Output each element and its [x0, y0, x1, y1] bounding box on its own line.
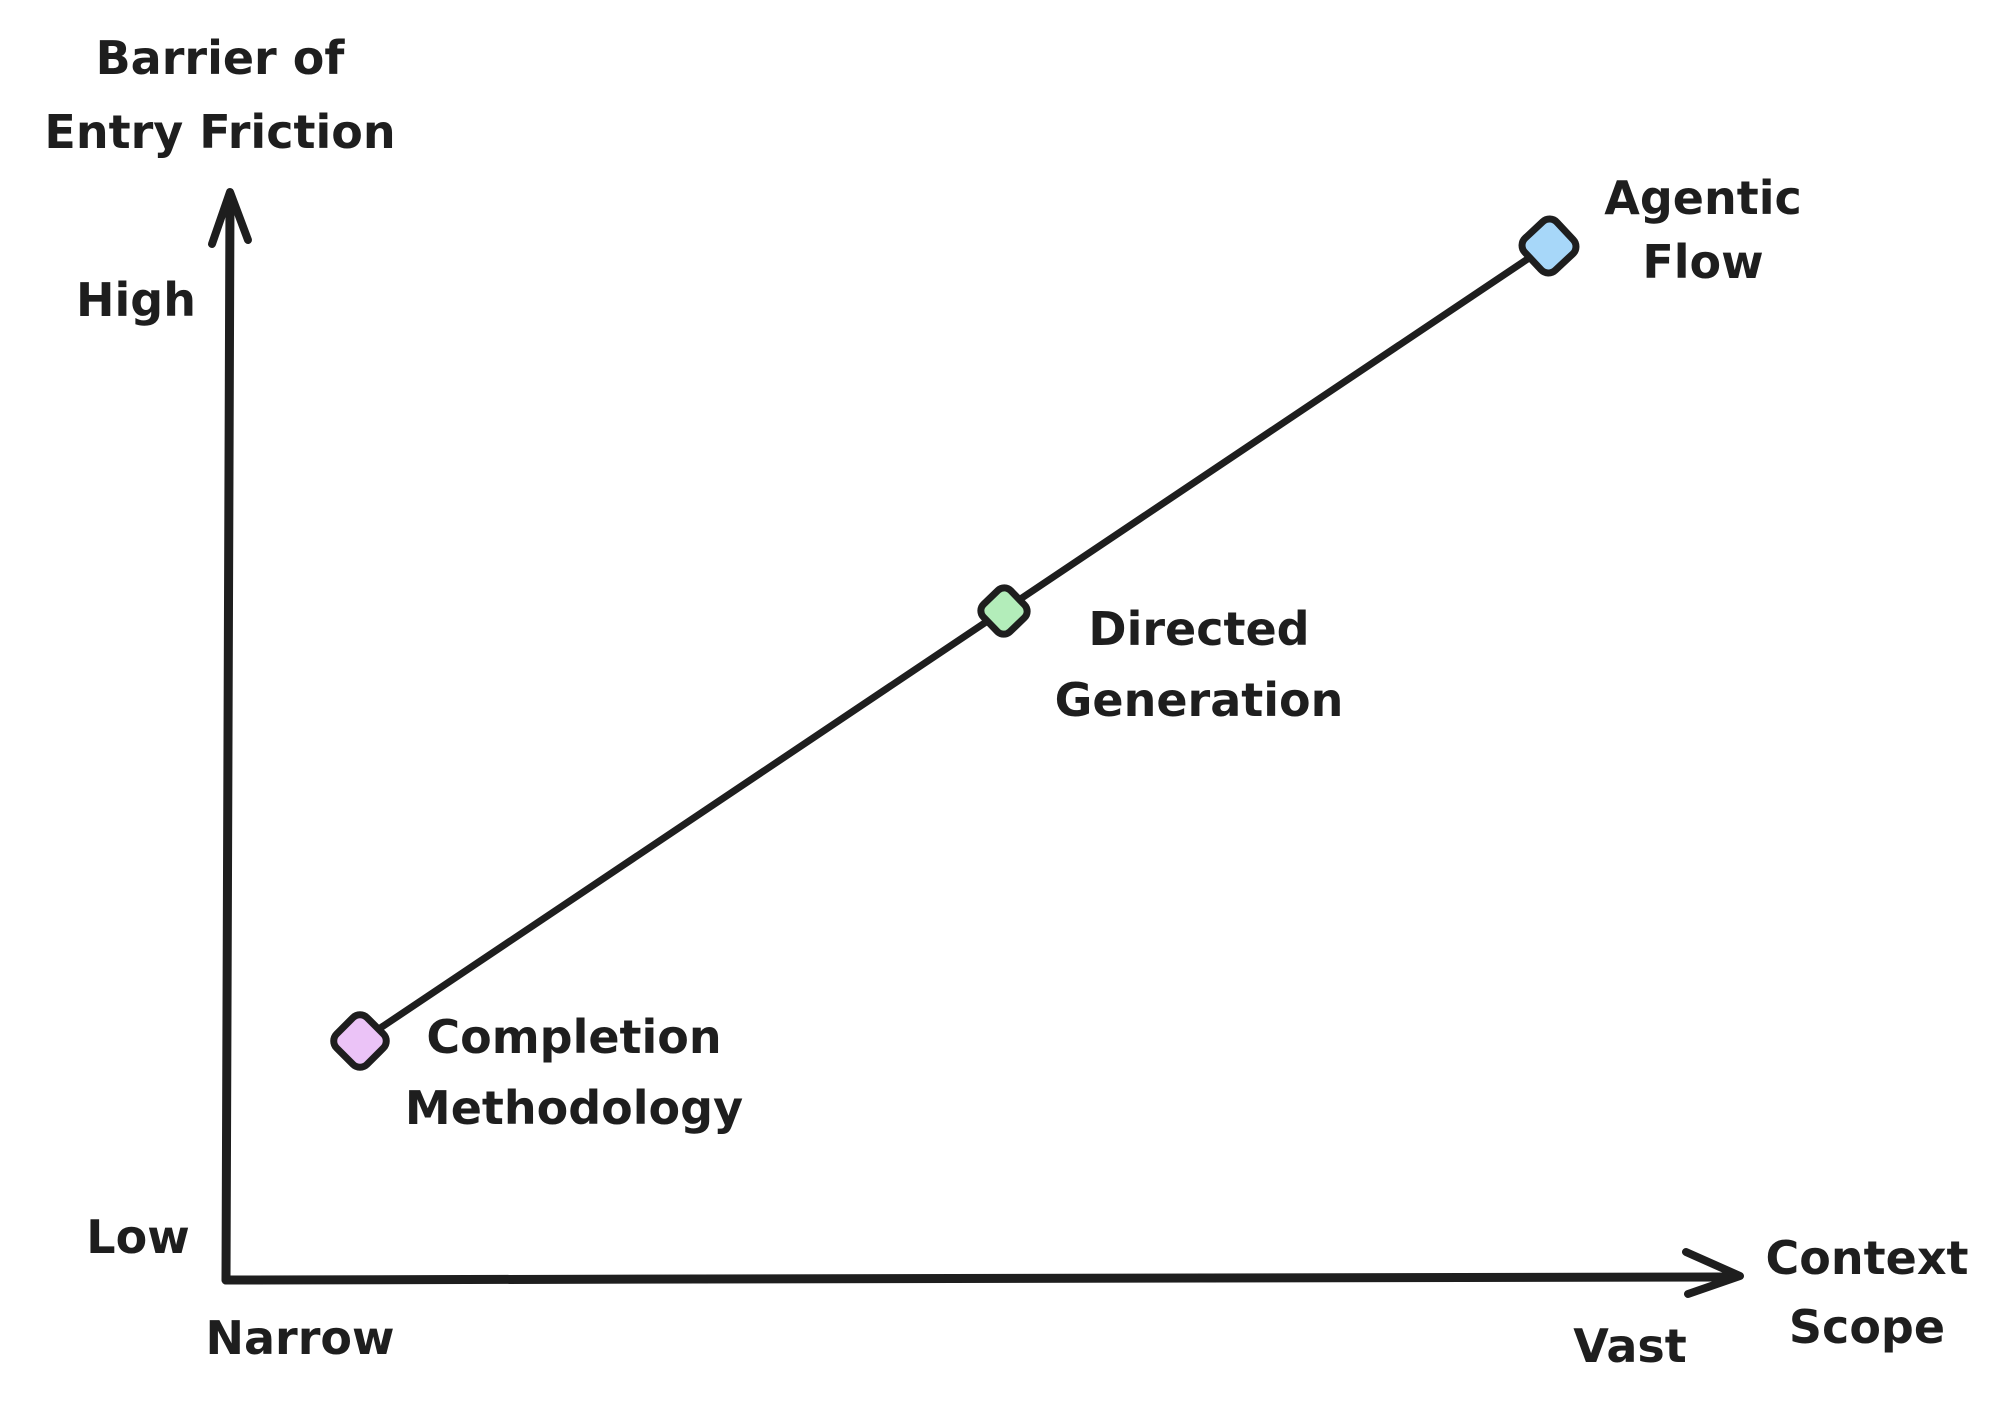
- x-axis-line: [221, 1272, 1737, 1285]
- point-agentic-flow: [1518, 215, 1580, 277]
- x-axis-title: Context Scope: [1765, 1231, 1969, 1354]
- y-axis-arrowhead-icon: [208, 188, 252, 248]
- x-axis-vast-label: Vast: [1573, 1319, 1687, 1373]
- label-agentic-flow: Agentic Flow: [1604, 171, 1802, 290]
- x-axis-arrowhead-icon: [1682, 1248, 1744, 1298]
- point-completion-methodology: [330, 1011, 390, 1071]
- y-axis-line: [221, 193, 235, 1285]
- trend-line: [348, 238, 1557, 1051]
- y-axis-low-label: Low: [86, 1210, 190, 1264]
- y-axis-high-label: High: [76, 273, 196, 327]
- x-axis-narrow-label: Narrow: [205, 1311, 395, 1365]
- y-axis-title: Barrier of Entry Friction: [44, 31, 396, 159]
- label-completion-methodology: Completion Methodology: [404, 1010, 744, 1136]
- point-directed-generation: [977, 584, 1031, 638]
- label-directed-generation: Directed Generation: [1054, 602, 1344, 728]
